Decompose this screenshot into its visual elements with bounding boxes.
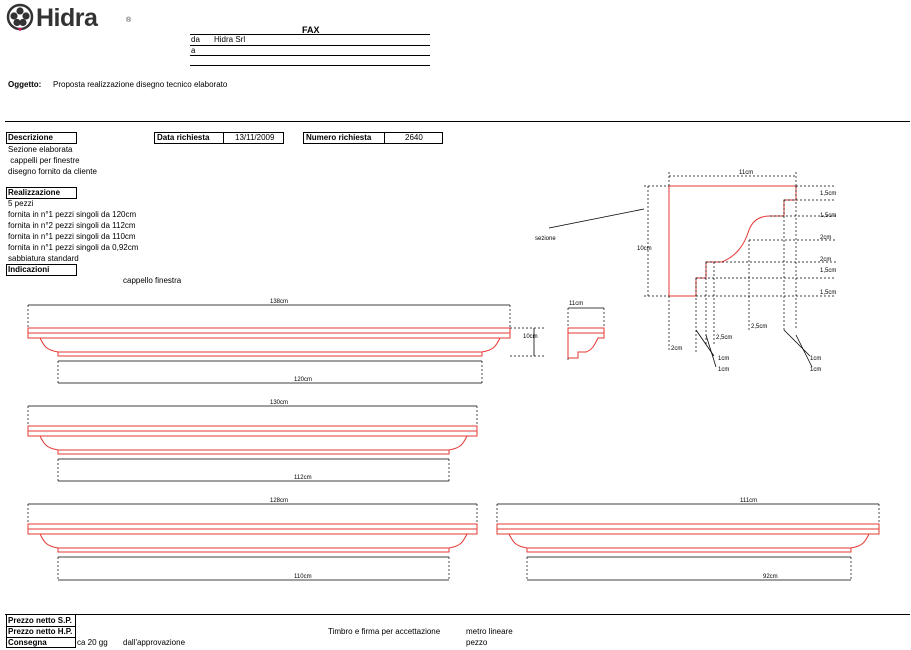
piece-3: 128cm 110cm <box>27 498 478 581</box>
numero-richiesta-box: Numero richiesta 2640 <box>303 132 443 144</box>
subject-value: Proposta realizzazione disegno tecnico e… <box>53 80 228 89</box>
section-leader-b5 <box>705 334 717 368</box>
section-profile-outline <box>668 185 797 297</box>
section-leader-b4 <box>695 329 715 357</box>
section-dim-r2: 1,5cm <box>820 213 836 219</box>
section-dim-b7: 1cm <box>810 367 821 373</box>
piece-3-outline <box>27 523 478 553</box>
realizzazione-label: Realizzazione <box>8 188 61 197</box>
footer-table-line-2 <box>7 637 75 638</box>
indicazioni-value: cappello finestra <box>123 276 182 285</box>
indicazioni-box: Indicazioni <box>6 264 77 276</box>
fax-line-bottom <box>190 65 430 66</box>
brand-logo: Hidra ® <box>5 3 135 33</box>
section-dim-height: 10cm <box>637 246 652 252</box>
piece-3-bottom-label: 110cm <box>294 574 312 580</box>
data-richiesta-value: 13/11/2009 <box>235 133 275 142</box>
realizzazione-box: Realizzazione <box>6 187 77 199</box>
numero-richiesta-value: 2640 <box>405 133 423 142</box>
realizzazione-line-1: 5 pezzi <box>8 199 34 208</box>
section-dim-b2: 2,5cm <box>716 335 732 341</box>
data-richiesta-divider <box>223 133 224 143</box>
piece-4-bottom-label: 92cm <box>763 574 778 580</box>
piece-4-outline <box>496 523 880 553</box>
brand-name: Hidra <box>36 4 98 32</box>
unit-metro-lineare: metro lineare <box>466 627 513 636</box>
piece-1-side-height: 10cm <box>523 334 538 340</box>
piece-1-side-profile <box>567 327 605 359</box>
registered-mark: ® <box>126 17 132 24</box>
fax-from-value: Hidra Srl <box>214 35 246 44</box>
piece-2-top-label: 130cm <box>270 400 288 406</box>
descrizione-label: Descrizione <box>8 133 53 142</box>
footer-table-line-1 <box>7 626 75 627</box>
prezzo-hp-label: Prezzo netto H.P. <box>8 627 73 636</box>
piece-4-top-label: 111cm <box>740 498 757 504</box>
piece-2-outline <box>27 425 478 455</box>
separator-bottom <box>5 614 910 615</box>
section-dim-r1: 1,5cm <box>820 191 836 197</box>
timbro-label: Timbro e firma per accettazione <box>328 627 441 636</box>
fax-line-top <box>190 34 430 35</box>
descrizione-line-3: disegno fornito da cliente <box>8 167 97 176</box>
footer-price-table: Prezzo netto S.P. Prezzo netto H.P. Cons… <box>6 615 76 648</box>
realizzazione-line-5: fornita in n°1 pezzi singoli da 0,92cm <box>8 243 139 252</box>
piece-2-bottom-label: 112cm <box>294 475 312 481</box>
descrizione-line-2: cappelli per finestre <box>8 156 80 165</box>
section-dim-r3: 2cm <box>820 235 831 241</box>
piece-1-bottom-label: 120cm <box>294 377 312 383</box>
section-leader-line <box>548 208 645 229</box>
section-leader-b6 <box>783 329 811 357</box>
piece-1: 138cm 120cm 10cm 11cm <box>27 299 605 384</box>
realizzazione-line-3: fornita in n°2 pezzi singoli da 112cm <box>8 221 136 230</box>
flower-logo-icon <box>6 3 34 31</box>
section-dim-b4: 1cm <box>718 356 729 362</box>
separator-top <box>5 121 910 122</box>
piece-1-outline <box>27 327 511 357</box>
descrizione-line-1: Sezione elaborata <box>8 145 73 154</box>
fax-title: FAX <box>302 25 320 35</box>
indicazioni-label: Indicazioni <box>8 265 50 274</box>
realizzazione-line-6: sabbiatura standard <box>8 254 79 263</box>
piece-4: 111cm 92cm <box>496 498 880 581</box>
descrizione-box: Descrizione <box>6 132 77 144</box>
numero-richiesta-label: Numero richiesta <box>306 133 372 142</box>
section-dim-r4: 2cm <box>820 257 831 263</box>
unit-pezzo: pezzo <box>466 638 488 647</box>
section-dim-b6: 1cm <box>810 356 821 362</box>
data-richiesta-label: Data richiesta <box>157 133 210 142</box>
piece-3-top-label: 128cm <box>270 498 288 504</box>
section-dim-r6: 1,5cm <box>820 290 836 296</box>
consegna-label: Consegna <box>8 638 47 647</box>
fax-from-label: da <box>191 35 200 44</box>
section-profile: sezione 11cm 10cm 1,5cm 1,5cm 2cm 2cm 1,… <box>535 170 836 373</box>
section-dim-b1: 2cm <box>671 346 682 352</box>
numero-richiesta-divider <box>384 133 385 143</box>
piece-2: 130cm 112cm <box>27 400 478 482</box>
fax-line-to <box>190 55 430 56</box>
section-dim-b3: 2,5cm <box>751 324 767 330</box>
realizzazione-line-2: fornita in n°1 pezzi singoli da 120cm <box>8 210 137 219</box>
section-dim-r5: 1,5cm <box>820 268 836 274</box>
piece-1-top-label: 138cm <box>270 299 288 305</box>
consegna-value: ca 20 gg <box>77 638 108 647</box>
section-leader-b7 <box>795 334 813 368</box>
consegna-note: dall'approvazione <box>123 638 186 647</box>
subject-label: Oggetto: <box>8 80 42 89</box>
fax-line-from <box>190 45 430 46</box>
realizzazione-line-4: fornita in n°1 pezzi singoli da 110cm <box>8 232 136 241</box>
prezzo-sp-label: Prezzo netto S.P. <box>8 616 72 625</box>
data-richiesta-box: Data richiesta 13/11/2009 <box>154 132 284 144</box>
section-dim-width: 11cm <box>739 170 753 176</box>
section-dim-b5: 1cm <box>718 367 729 373</box>
section-label: sezione <box>535 236 556 242</box>
fax-to-label: a <box>191 46 196 55</box>
piece-1-side-width: 11cm <box>569 301 583 307</box>
